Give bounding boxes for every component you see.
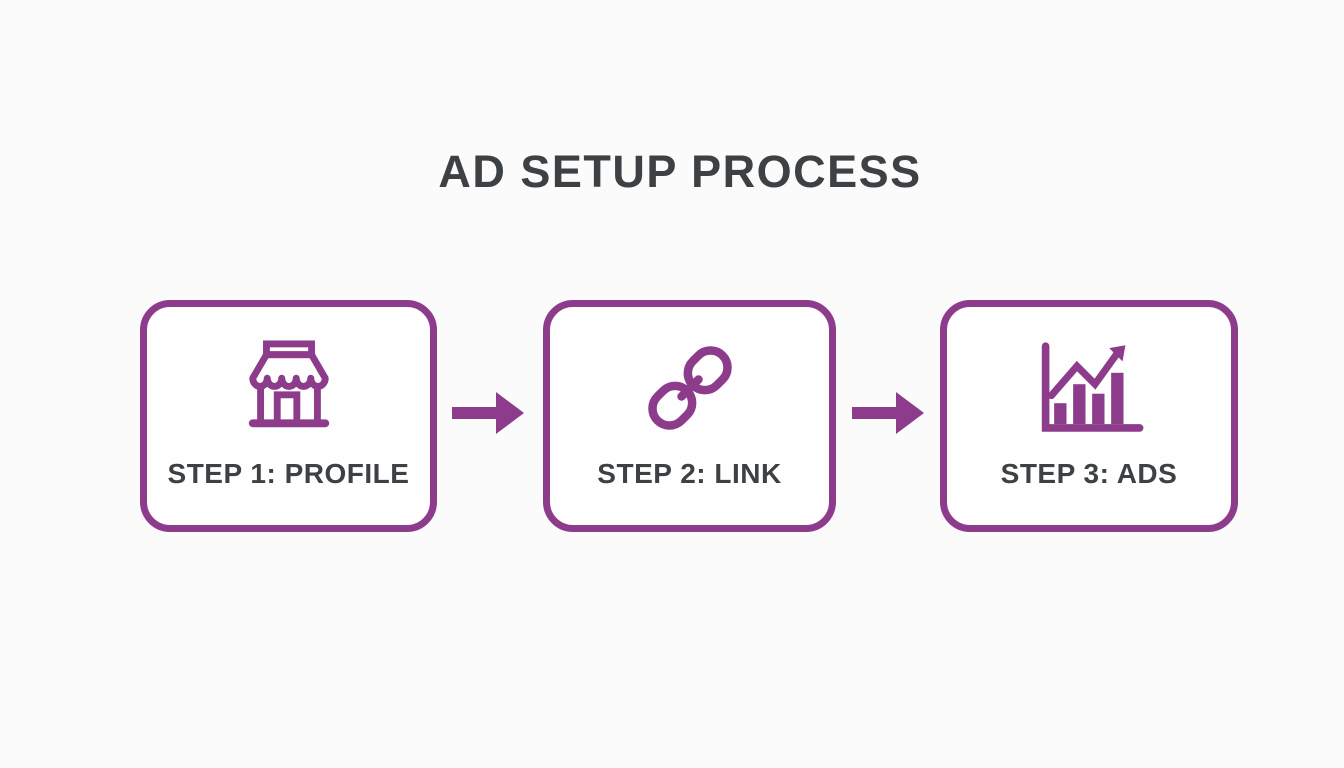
arrow-right-icon — [852, 390, 924, 436]
chain-link-icon — [640, 338, 740, 438]
step-label: STEP 1: PROFILE — [167, 458, 410, 489]
step-card-ads: STEP 3: ADS — [940, 300, 1238, 532]
step-card-link: STEP 2: LINK — [543, 300, 836, 532]
storefront-icon — [238, 338, 340, 438]
step-card-profile: STEP 1: PROFILE — [140, 300, 437, 532]
arrow-right-icon — [452, 390, 524, 436]
step-label: STEP 3: ADS — [1000, 458, 1178, 489]
bar-chart-growth-icon — [1038, 338, 1152, 438]
step-label: STEP 2: LINK — [597, 458, 782, 489]
page-title: AD SETUP PROCESS — [438, 146, 922, 197]
